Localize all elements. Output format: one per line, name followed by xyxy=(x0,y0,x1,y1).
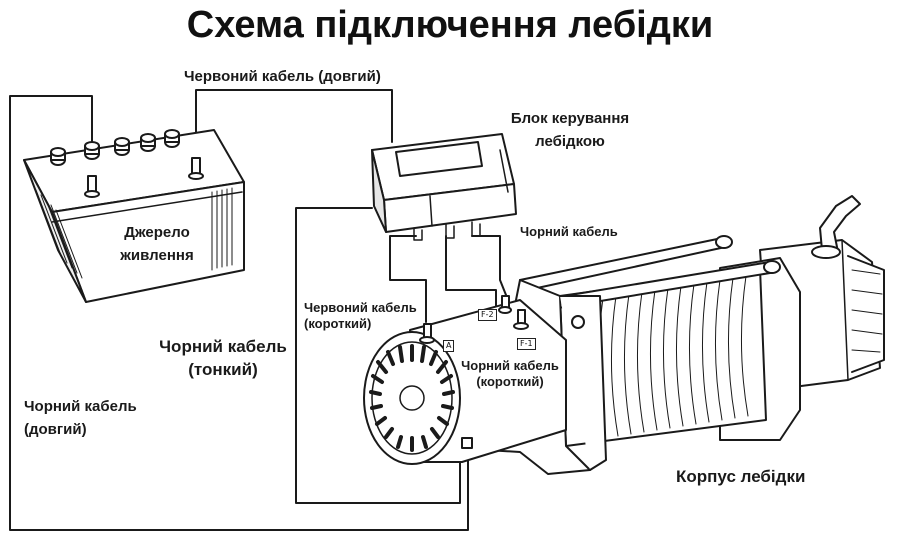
label-control-unit-line2: лебідкою xyxy=(535,132,605,150)
label-red-cable-short-line1: Червоний кабель xyxy=(304,300,417,315)
label-power-source-line2: живлення xyxy=(120,246,194,264)
label-winch-housing: Корпус лебідки xyxy=(676,467,806,486)
label-power-source: Джерело живлення xyxy=(102,224,212,266)
terminal-tag-a: A xyxy=(443,340,455,352)
control-box xyxy=(371,133,517,241)
page-title: Схема підключення лебідки xyxy=(186,4,714,46)
cable-red-short xyxy=(389,235,427,323)
battery xyxy=(23,129,245,303)
label-red-cable-short: Червоний кабель (короткий) xyxy=(304,300,417,333)
label-black-cable-short-line1: Чорний кабель xyxy=(461,358,559,373)
label-black-cable-thin: Чорний кабель (тонкий) xyxy=(152,336,294,381)
terminal-tag-f2: F-2 xyxy=(478,309,497,321)
label-black-cable-short: Чорний кабель (короткий) xyxy=(450,358,570,391)
label-control-unit-line1: Блок керування xyxy=(510,110,630,127)
label-black-cable: Чорний кабель xyxy=(520,224,618,239)
label-red-cable-long: Червоний кабель (довгий) xyxy=(184,68,381,85)
cable-black-long xyxy=(9,95,469,531)
label-control-unit: Блок керування лебідкою xyxy=(505,110,635,152)
winch xyxy=(363,195,885,475)
label-black-cable-thin-line1: Чорний кабель xyxy=(159,337,287,356)
label-red-cable-short-line2: (короткий) xyxy=(304,316,372,332)
label-black-cable-thin-line2: (тонкий) xyxy=(188,360,258,380)
terminal-tag-f1: F-1 xyxy=(517,338,536,350)
label-black-cable-long-line1: Чорний кабель xyxy=(24,398,137,415)
cable-red-long xyxy=(195,89,393,161)
label-black-cable-long-line2: (довгий) xyxy=(24,420,87,438)
cable-black-control xyxy=(471,235,511,306)
label-power-source-line1: Джерело xyxy=(124,224,190,241)
label-black-cable-short-line2: (короткий) xyxy=(476,374,544,390)
cable-black-thin xyxy=(295,207,461,504)
label-black-cable-long: Чорний кабель (довгий) xyxy=(24,398,137,440)
